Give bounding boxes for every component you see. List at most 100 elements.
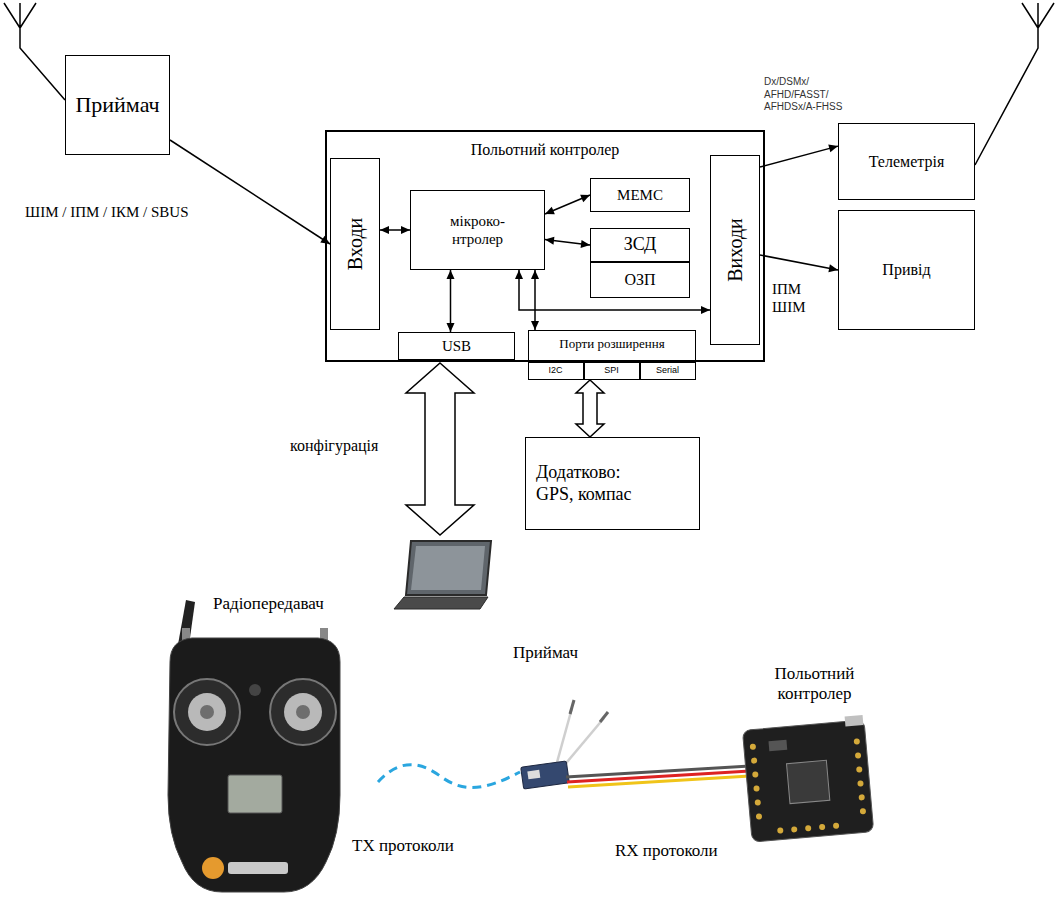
receiver-picture-part [600, 712, 608, 722]
flight-controller-picture-part [751, 757, 758, 764]
caption-label-holder: Польотний контролер [752, 664, 877, 705]
radio-link-wave [378, 765, 520, 788]
mems-box: МЕМС [590, 178, 690, 212]
double-hollow-arrow [576, 380, 604, 437]
flight-controller-picture-part [791, 826, 798, 833]
signal-label-holder: ІПМ ШІМ [772, 280, 814, 316]
flight-controller-picture-part [819, 824, 826, 831]
caption-label: TX протоколи [352, 836, 454, 856]
box-text: Serial [656, 365, 679, 376]
receiver-picture-part [562, 718, 604, 768]
receiver-picture-part-part [521, 761, 570, 789]
flight-controller-box: Польотний контролерВходи мікроко- нтролер… [325, 130, 765, 362]
signal-label: ІПМ ШІМ [772, 280, 814, 316]
caption-label: RX протоколи [615, 841, 718, 861]
microcontroller-box: мікроко- нтролер [410, 190, 545, 270]
radio-transmitter-picture-part [296, 705, 310, 719]
caption-label-holder: TX протоколи [352, 836, 454, 856]
box-text: ОЗП [624, 270, 655, 289]
connector-line [519, 270, 710, 310]
connector-line [545, 195, 590, 214]
radio-transmitter-picture-part [202, 857, 224, 879]
connector [531, 270, 539, 330]
signal-label-holder: ШІМ / ІПМ / ІКМ / SBUS [25, 203, 189, 221]
flight-controller-picture-part [742, 720, 873, 842]
flight-controller-picture-part [752, 771, 759, 778]
arrow-head [380, 226, 389, 234]
receiver-picture-part [570, 700, 574, 714]
flight-controller-picture-part [833, 822, 840, 829]
arrow-head [701, 306, 710, 314]
box-text: SPI [604, 365, 619, 376]
radio-link-wave-part [378, 765, 520, 788]
flight-controller-picture-part [860, 808, 867, 815]
laptop-icon-part [411, 546, 485, 590]
flight-controller-picture-part [856, 766, 863, 773]
arrow-head [401, 226, 410, 234]
arrow-head [545, 207, 555, 214]
connector [170, 140, 330, 244]
radio-transmitter-picture-part [228, 862, 288, 874]
flight-controller-picture-part [787, 760, 830, 803]
receiver-wires-part [568, 776, 750, 787]
laptop-icon-part [394, 597, 488, 609]
antenna-symbol-part [4, 3, 65, 100]
box-text: Польотний контролер [471, 140, 620, 159]
flight-controller-picture-part [854, 738, 861, 745]
connector [576, 380, 604, 437]
connector [760, 255, 838, 272]
port-cell: I2C [528, 362, 584, 380]
antenna-symbol [975, 3, 1054, 165]
config-double-arrow-part [406, 363, 474, 535]
receiver-wires [566, 766, 750, 787]
radio-transmitter-picture-part [200, 705, 214, 719]
signal-label-holder: Dx/DSMx/ AFHD/FASST/ AFHDSx/A-FHSS [764, 76, 859, 114]
flight-controller-picture-part [805, 825, 812, 832]
flight-controller-picture [742, 715, 874, 842]
arrow-head [447, 270, 455, 279]
arrow-head [447, 323, 455, 332]
connector [760, 145, 838, 167]
extra-modules-box: Додатково: GPS, компас [525, 437, 700, 530]
telemetry-box: Телеметрія [838, 123, 975, 200]
ram-box: ОЗП [590, 262, 690, 298]
arrow-head [545, 237, 554, 245]
flight-controller-picture-part [750, 743, 757, 750]
flight-controller-picture-part [755, 799, 762, 806]
caption-label: Радіопередавач [213, 594, 324, 614]
arrow-head [828, 145, 838, 153]
expansion-ports-box: Порти розширенняI2CSPISerial [528, 330, 696, 380]
box-text: USB [442, 337, 471, 355]
box-text: Входи [343, 218, 367, 271]
caption-label-holder: Приймач [513, 643, 578, 663]
flight-controller-picture-part [857, 780, 864, 787]
actuator-box: Привід [838, 210, 975, 330]
box-text: Привід [882, 260, 930, 279]
box-text: МЕМС [617, 186, 663, 204]
connector-line [760, 255, 838, 270]
caption-label-holder: RX протоколи [615, 841, 718, 861]
flight-controller-picture-part [858, 794, 865, 801]
arrow-head [828, 264, 838, 272]
box-text: Додатково: GPS, компас [536, 462, 661, 505]
radio-transmitter-picture [168, 600, 340, 892]
connector-line [760, 146, 838, 167]
receiver-picture-part [521, 761, 570, 789]
radio-transmitter-picture-part [168, 638, 340, 892]
radio-transmitter-picture-part [188, 693, 226, 731]
flight-controller-picture-part [777, 827, 784, 834]
caption-label: Польотний контролер [752, 664, 877, 705]
laptop-icon [394, 541, 491, 609]
flight-controller-picture-part [855, 752, 862, 759]
port-cell: SPI [584, 362, 640, 380]
caption-label: Приймач [513, 643, 578, 663]
usb-box: USB [398, 332, 515, 360]
flash-memory-box: ЗСД [590, 228, 690, 262]
signal-label: ШІМ / ІПМ / ІКМ / SBUS [25, 203, 189, 221]
radio-transmitter-picture-part [228, 775, 282, 813]
radio-transmitter-picture-part [270, 679, 336, 745]
connector [447, 270, 455, 332]
connector-line [450, 270, 452, 332]
antenna-symbol-part [975, 3, 1054, 165]
box-text: Виходи [723, 218, 747, 282]
